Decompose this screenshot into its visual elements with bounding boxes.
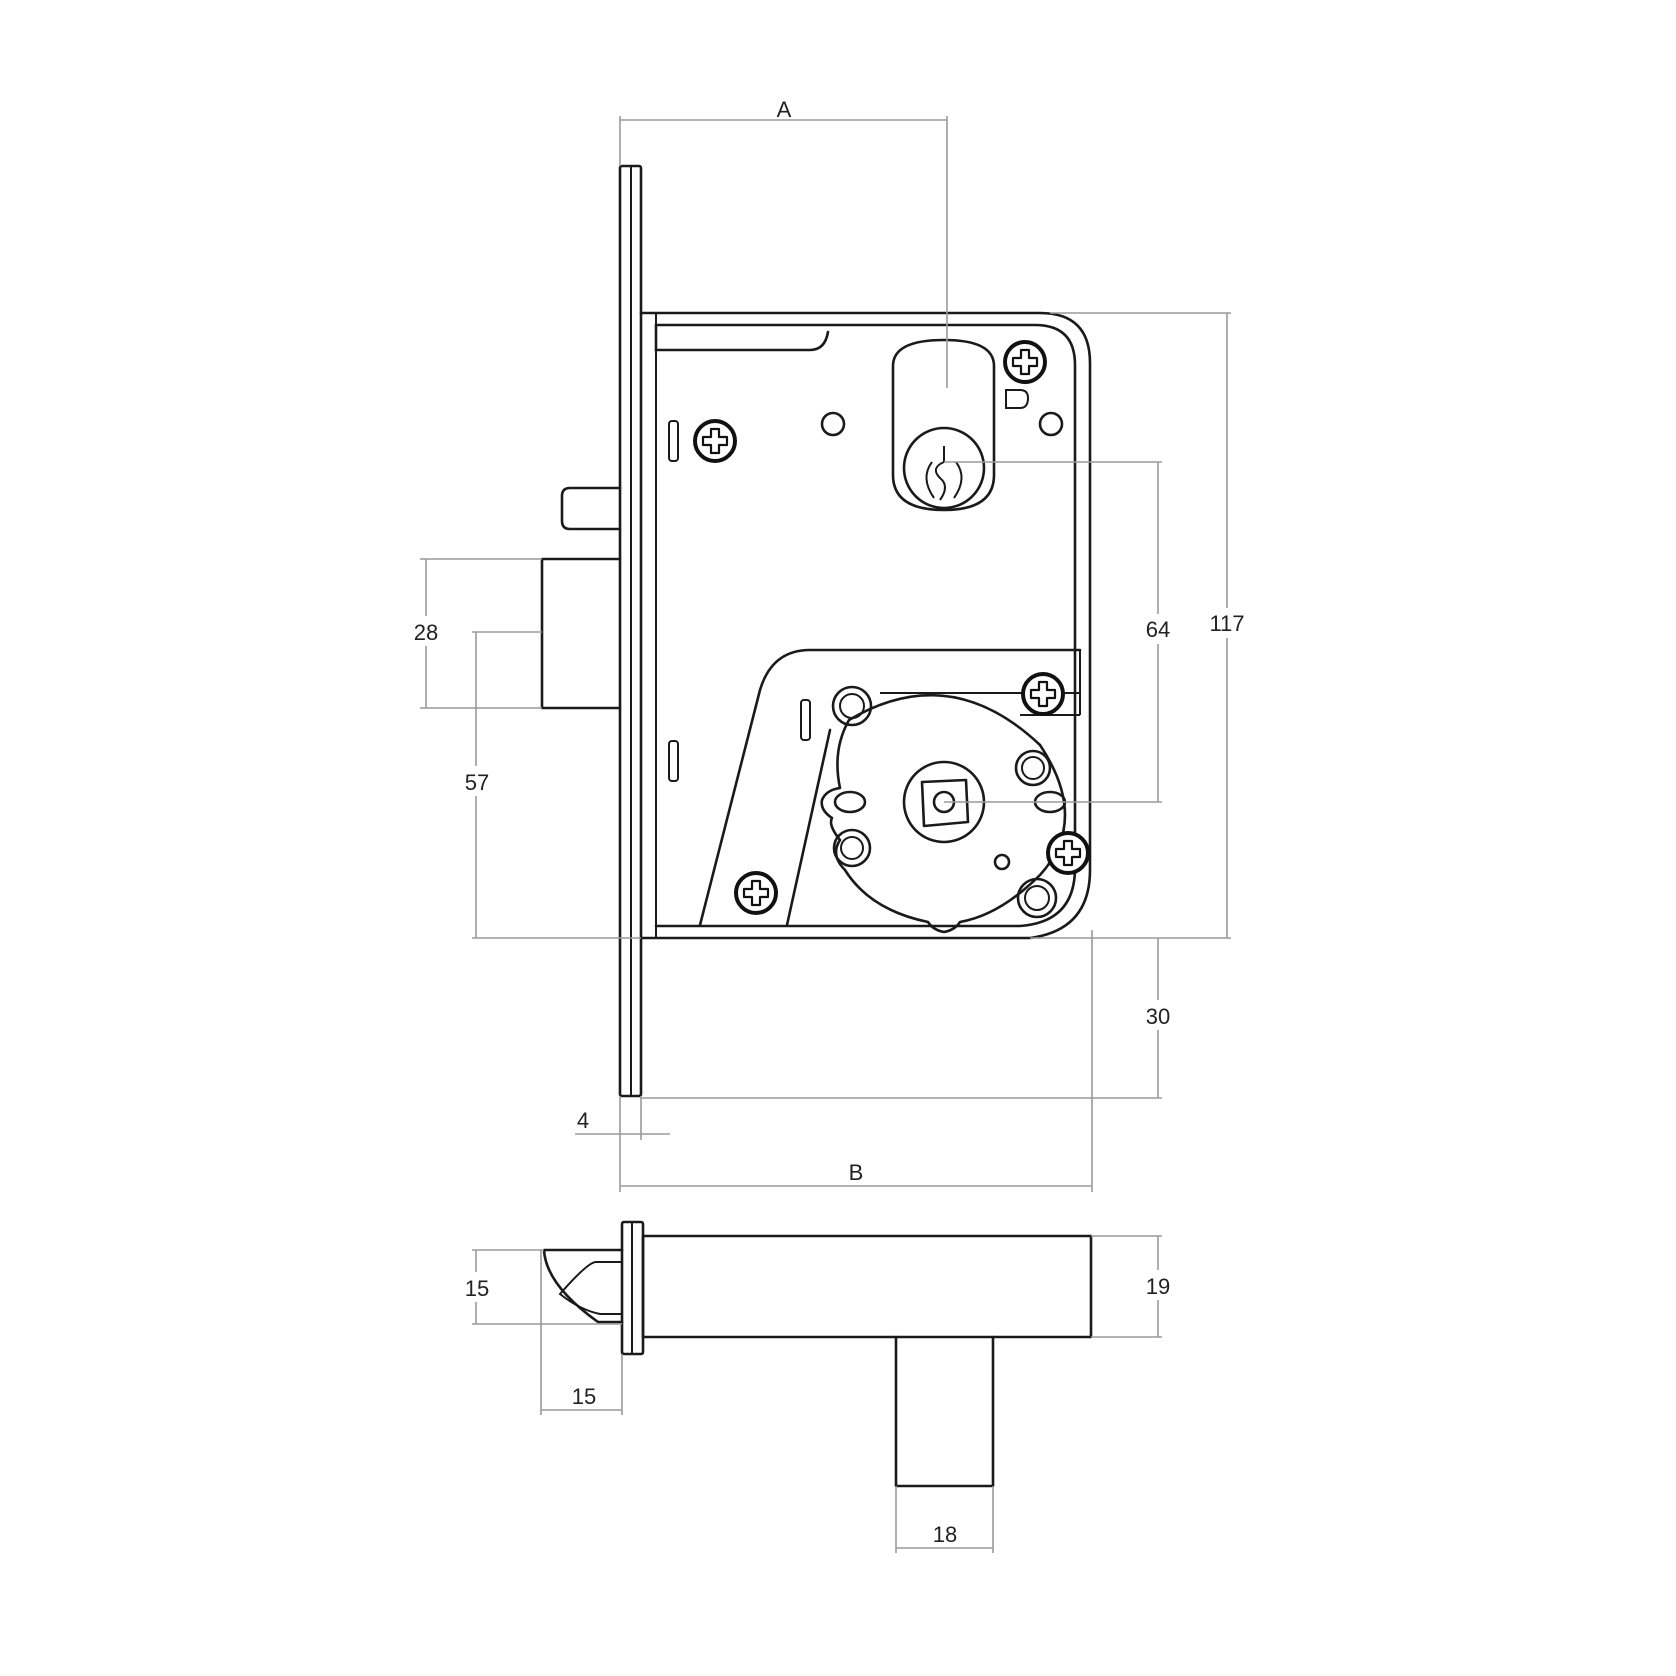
label-30: 30 — [1146, 1004, 1170, 1029]
screw-bottom-left — [734, 871, 778, 915]
slot — [668, 420, 679, 462]
square-spindle-follower — [820, 685, 1067, 934]
dimension-labels: A 28 57 64 117 30 4 B 15 15 19 18 — [408, 97, 1252, 1547]
screw-lower-right — [1046, 831, 1090, 875]
label-57: 57 — [465, 770, 489, 795]
lock-case — [639, 311, 1092, 940]
top-section-view — [472, 1220, 1162, 1553]
section-spindle — [894, 1335, 995, 1488]
dimension-lines — [420, 116, 1231, 1192]
section-case — [641, 1234, 1093, 1339]
label-15-height: 15 — [465, 1276, 489, 1301]
label-18: 18 — [933, 1522, 957, 1547]
screw-top-right — [1003, 340, 1047, 384]
slot — [668, 740, 679, 782]
hole — [820, 411, 846, 437]
label-28: 28 — [414, 620, 438, 645]
hole — [1038, 411, 1064, 437]
dead-bolt — [560, 486, 622, 531]
screw-top-left — [693, 419, 737, 463]
screw-middle-right — [1021, 672, 1065, 716]
front-view — [540, 164, 1092, 1098]
label-a: A — [777, 97, 792, 122]
latch-bolt — [540, 557, 622, 710]
euro-cylinder-hole — [891, 338, 996, 512]
slot — [800, 699, 811, 741]
label-b: B — [849, 1160, 864, 1185]
d-slot — [1005, 389, 1030, 409]
label-19: 19 — [1146, 1274, 1170, 1299]
section-latch — [542, 1248, 624, 1324]
label-15-depth: 15 — [572, 1384, 596, 1409]
label-4: 4 — [577, 1108, 589, 1133]
label-64: 64 — [1146, 617, 1170, 642]
faceplate — [618, 164, 643, 1098]
label-117: 117 — [1209, 611, 1244, 636]
